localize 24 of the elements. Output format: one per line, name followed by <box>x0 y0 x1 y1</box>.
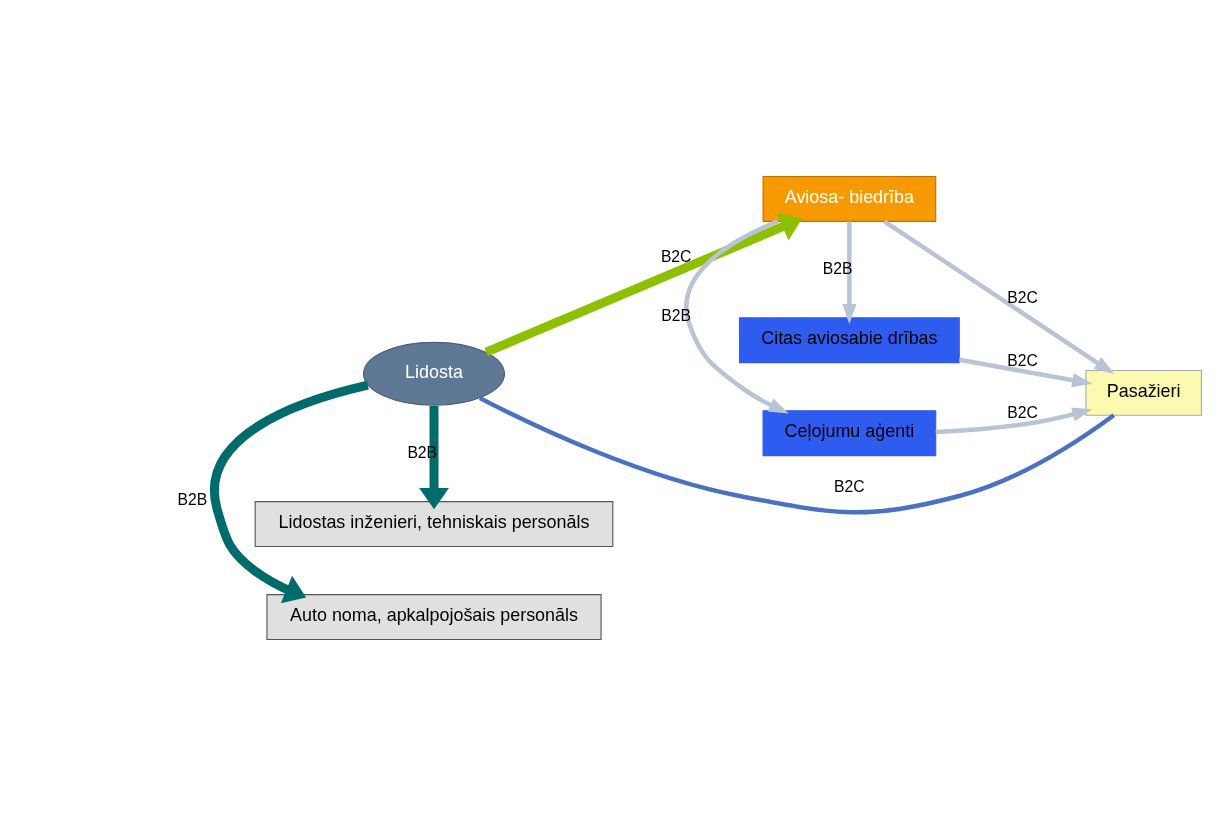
arrow <box>842 221 857 325</box>
edge-label: B2B <box>177 490 208 508</box>
node-ellipse: Lidosta <box>362 341 506 406</box>
node-box: Aviosa- biedrība <box>762 175 937 222</box>
arrow <box>484 213 803 357</box>
edge-label: B2C <box>660 247 692 265</box>
edge-label: B2C <box>834 477 865 495</box>
connector <box>478 396 1116 515</box>
arrow <box>684 219 789 414</box>
node-box: Citas aviosabie drības <box>738 317 960 364</box>
node-box: Lidostas inženieri, tehniskais personāls <box>254 501 614 547</box>
edge-label: B2C <box>1007 403 1038 421</box>
arrow <box>883 219 1115 375</box>
node-box: Pasažieri <box>1085 369 1202 416</box>
arrow <box>419 405 449 510</box>
arrow <box>958 357 1093 388</box>
edge-label: B2C <box>1007 352 1038 370</box>
node-box: Ceļojumu aģenti <box>762 410 937 457</box>
arrow <box>935 407 1093 435</box>
arrow <box>209 380 369 604</box>
edge-label: B2B <box>822 259 853 277</box>
edge-label: B2C <box>1007 289 1038 307</box>
node-box: Auto noma, apkalpojošais personāls <box>266 594 602 641</box>
edge-label: B2B <box>661 306 691 324</box>
